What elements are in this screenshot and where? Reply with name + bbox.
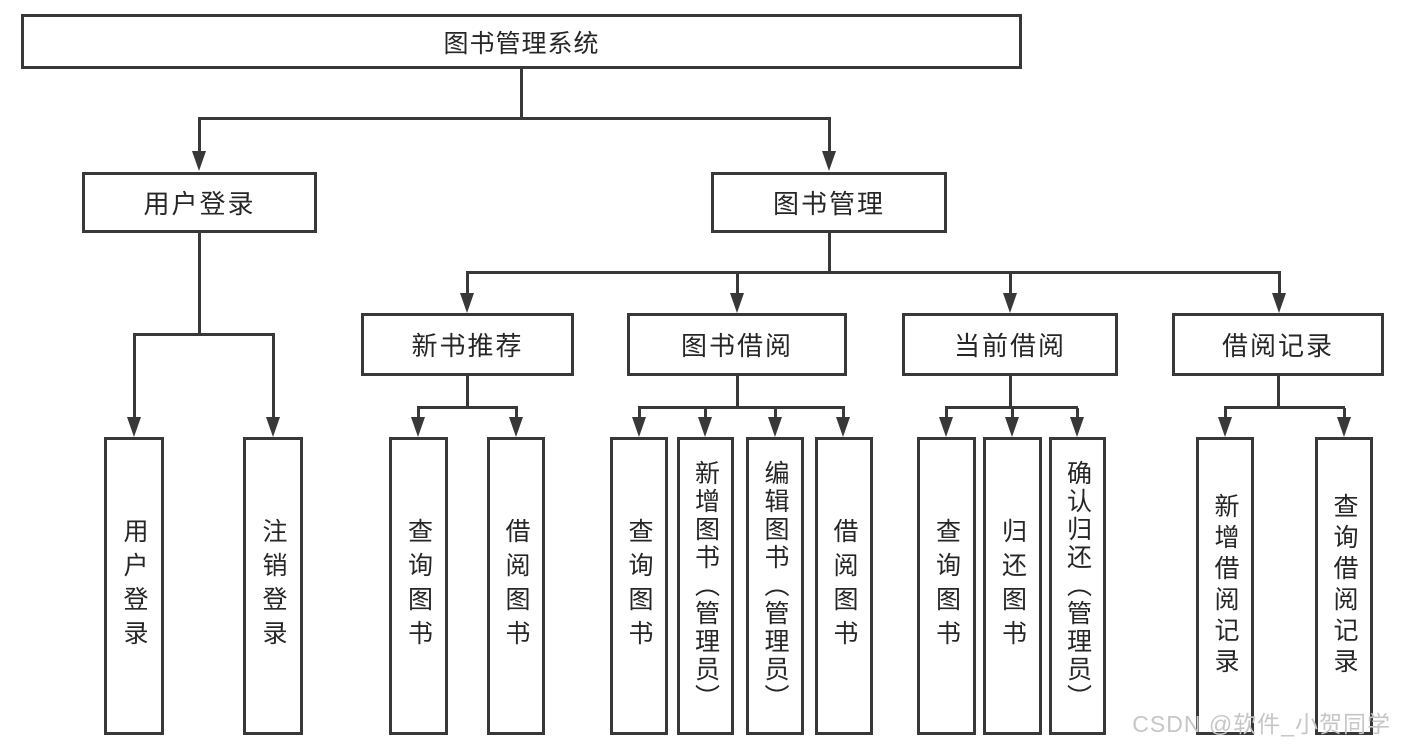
arrowhead-down <box>509 417 523 437</box>
connector-segment <box>774 408 777 420</box>
leaf-query-books-borrowing: 查询图书 <box>610 437 668 735</box>
leaf-logout-login: 注销登录 <box>243 437 303 735</box>
connector-segment <box>417 408 420 420</box>
arrowhead-down <box>266 417 280 437</box>
node-new-book-recommendation: 新书推荐 <box>361 313 574 376</box>
connector-segment <box>133 335 136 421</box>
leaf-query-books-current: 查询图书 <box>917 437 976 735</box>
node-root: 图书管理系统 <box>21 14 1022 69</box>
connector-segment <box>828 233 831 274</box>
connector-segment <box>842 408 845 420</box>
connector-segment <box>1011 408 1014 420</box>
leaf-user-login: 用户登录 <box>104 437 164 735</box>
leaf-add-borrowing-record: 新增借阅记录 <box>1196 437 1254 735</box>
connector-segment <box>466 273 469 297</box>
arrowhead-down <box>1003 293 1017 313</box>
leaf-query-books-recommendation: 查询图书 <box>389 437 448 735</box>
leaf-add-books-admin: 新增图书（管理员） <box>677 437 734 735</box>
node-current-borrowing: 当前借阅 <box>902 313 1118 376</box>
arrowhead-down <box>1070 417 1084 437</box>
leaf-borrow-books-recommendation: 借阅图书 <box>487 437 545 735</box>
leaf-return-books: 归还图书 <box>983 437 1042 735</box>
node-book-management: 图书管理 <box>711 172 947 233</box>
connector-segment <box>638 406 845 409</box>
connector-segment <box>1224 406 1345 409</box>
connector-segment <box>1009 273 1012 297</box>
arrowhead-down <box>1337 417 1351 437</box>
arrowhead-down <box>1218 417 1232 437</box>
connector-segment <box>1224 408 1227 420</box>
connector-segment <box>1076 408 1079 420</box>
node-user-login: 用户登录 <box>82 172 317 233</box>
leaf-borrow-books-borrowing: 借阅图书 <box>815 437 873 735</box>
arrowhead-down <box>768 417 782 437</box>
connector-segment <box>828 119 831 155</box>
connector-segment <box>133 333 275 336</box>
connector-segment <box>198 117 831 120</box>
connector-segment <box>515 408 518 420</box>
arrowhead-down <box>730 293 744 313</box>
connector-segment <box>198 119 201 155</box>
connector-segment <box>417 406 518 409</box>
connector-segment <box>1277 376 1280 408</box>
watermark: CSDN @软件_小贺同学 <box>1132 711 1391 737</box>
arrowhead-down <box>1005 417 1019 437</box>
arrowhead-down <box>698 417 712 437</box>
arrowhead-down <box>632 417 646 437</box>
connector-segment <box>736 376 739 408</box>
connector-segment <box>520 69 523 119</box>
connector-segment <box>945 406 1078 409</box>
connector-segment <box>1343 408 1346 420</box>
arrowhead-down <box>939 417 953 437</box>
leaf-confirm-return-admin: 确认归还（管理员） <box>1049 437 1106 735</box>
connector-segment <box>1278 273 1281 297</box>
arrowhead-down <box>127 417 141 437</box>
connector-segment <box>736 273 739 297</box>
connector-segment <box>466 271 1281 274</box>
connector-segment <box>466 376 469 408</box>
arrowhead-down <box>411 417 425 437</box>
arrowhead-down <box>836 417 850 437</box>
connector-segment <box>272 335 275 421</box>
arrowhead-down <box>822 151 836 171</box>
node-book-borrowing: 图书借阅 <box>627 313 847 376</box>
connector-segment <box>198 233 201 336</box>
leaf-edit-books-admin: 编辑图书（管理员） <box>746 437 804 735</box>
connector-segment <box>1009 376 1012 408</box>
leaf-query-borrowing-record: 查询借阅记录 <box>1315 437 1373 735</box>
arrowhead-down <box>1272 293 1286 313</box>
arrowhead-down <box>460 293 474 313</box>
connector-segment <box>945 408 948 420</box>
connector-segment <box>704 408 707 420</box>
connector-segment <box>638 408 641 420</box>
node-borrowing-records: 借阅记录 <box>1172 313 1384 376</box>
arrowhead-down <box>192 151 206 171</box>
